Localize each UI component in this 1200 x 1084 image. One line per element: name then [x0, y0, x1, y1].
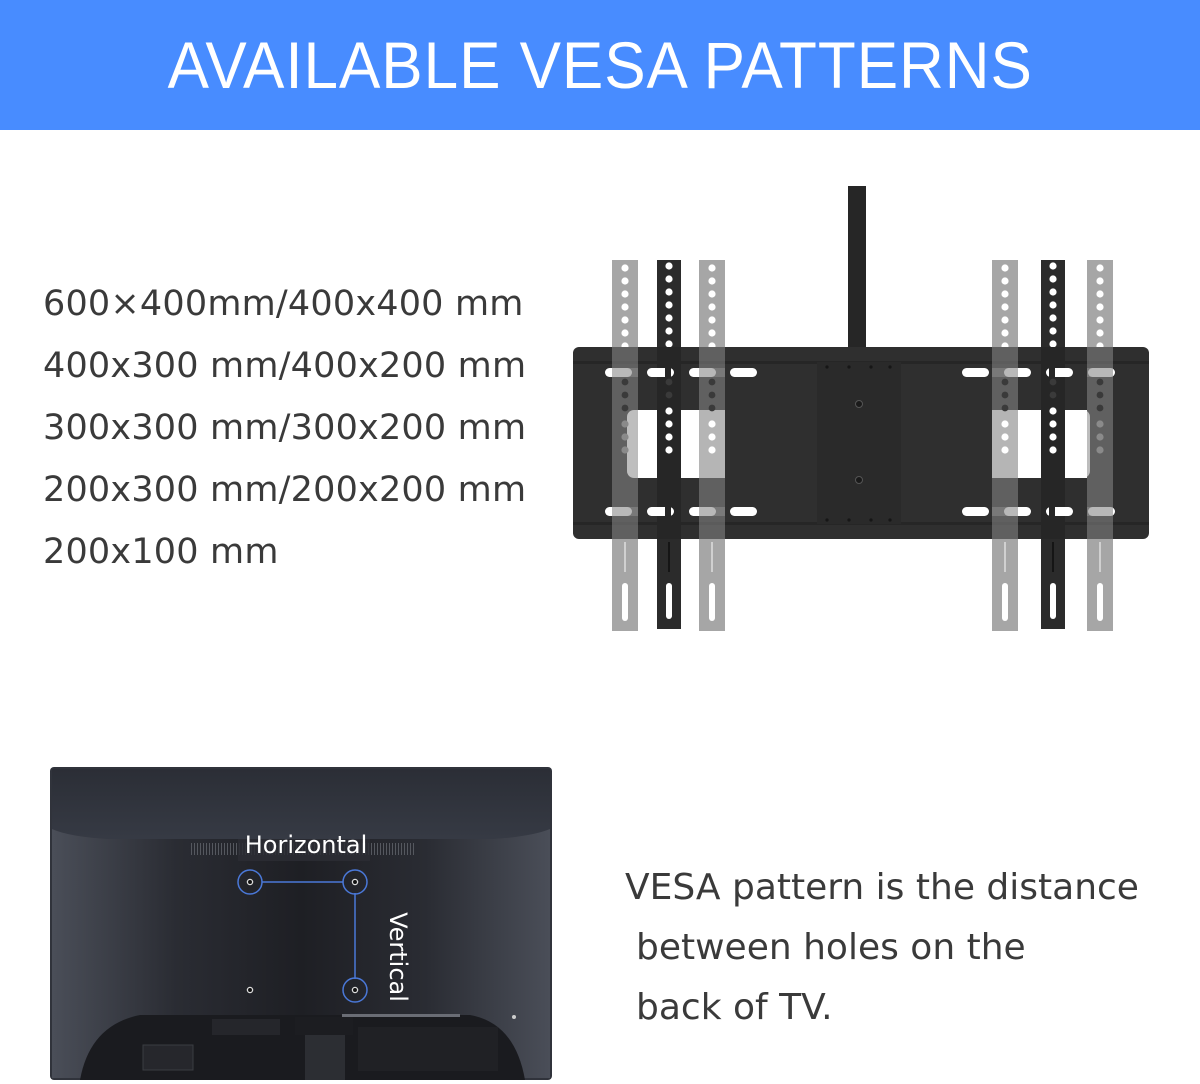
header-banner: AVAILABLE VESA PATTERNS — [0, 0, 1200, 130]
vesa-explanation: VESA pattern is the distance between hol… — [625, 858, 1139, 1038]
pattern-item: 200x300 mm/200x200 mm — [43, 470, 527, 510]
explanation-line: VESA pattern is the distance — [625, 867, 1139, 908]
vertical-label: Vertical — [384, 912, 412, 1002]
page-title: AVAILABLE VESA PATTERNS — [167, 28, 1033, 102]
pattern-item: 600×400mm/400x400 mm — [43, 284, 524, 324]
ceiling-tv-mount-bracket-icon — [570, 180, 1170, 640]
vesa-pattern-list: 600×400mm/400x400 mm 400x300 mm/400x200 … — [43, 280, 526, 590]
monitor-back-icon: Horizontal Vertical — [50, 767, 552, 1080]
pattern-item: 400x300 mm/400x200 mm — [43, 346, 527, 386]
horizontal-label: Horizontal — [245, 831, 368, 859]
explanation-line: between holes on the — [636, 927, 1026, 968]
explanation-line: back of TV. — [636, 987, 833, 1028]
pattern-item: 300x300 mm/300x200 mm — [43, 408, 527, 448]
pattern-item: 200x100 mm — [43, 532, 279, 572]
